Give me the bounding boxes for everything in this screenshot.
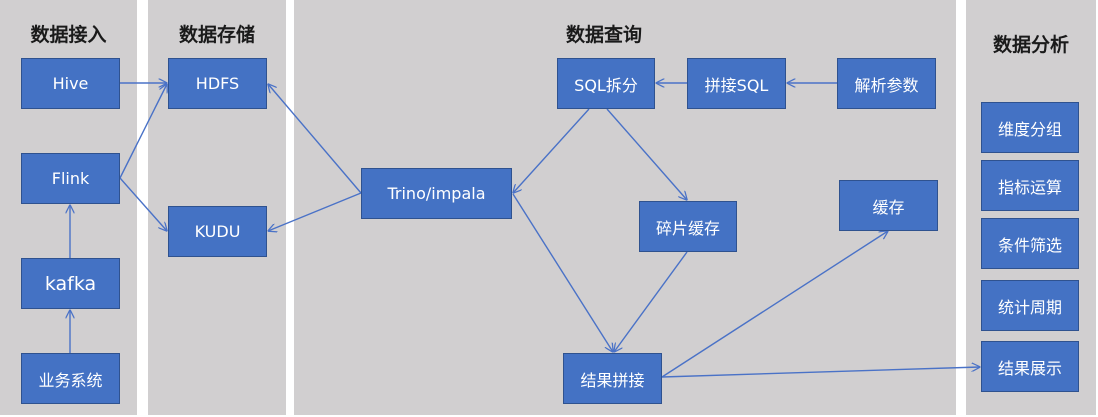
node-hdfs-label: HDFS [195,74,240,93]
node-hdfs: HDFS [168,58,267,109]
node-kafka: kafka [21,258,120,309]
node-metric-calc: 指标运算 [981,160,1079,211]
node-sql-split: SQL拆分 [557,58,655,109]
node-kudu: KUDU [168,206,267,257]
node-trino-impala: Trino/impala [361,168,512,219]
node-result-display: 结果展示 [981,341,1079,392]
node-parse-params-label: 解析参数 [854,75,919,95]
panel-title-analysis: 数据分析 [992,34,1069,56]
panel-title-ingest: 数据接入 [30,24,107,46]
node-cache-label: 缓存 [872,197,905,217]
node-condition-filter: 条件筛选 [981,218,1079,269]
node-fragment-cache-label: 碎片缓存 [655,218,720,238]
panel-title-query: 数据查询 [565,24,642,46]
node-kafka-label: kafka [44,272,97,295]
panel-title-storage: 数据存储 [178,24,255,46]
node-stat-period: 统计周期 [981,280,1079,331]
node-result-display-label: 结果展示 [997,358,1062,378]
node-result-join: 结果拼接 [563,353,662,404]
node-kudu-label: KUDU [194,222,241,241]
node-hive-label: Hive [52,74,89,93]
node-dimension-group-label: 维度分组 [997,119,1062,139]
node-stat-period-label: 统计周期 [997,297,1062,317]
node-sql-join: 拼接SQL [687,58,786,109]
node-hive: Hive [21,58,120,109]
node-result-join-label: 结果拼接 [580,370,645,390]
node-flink-label: Flink [51,169,90,188]
node-metric-calc-label: 指标运算 [997,177,1062,197]
node-dimension-group: 维度分组 [981,102,1079,153]
node-trino-impala-label: Trino/impala [387,184,486,203]
node-flink: Flink [21,153,120,204]
node-business-system-label: 业务系统 [38,370,103,390]
node-condition-filter-label: 条件筛选 [997,235,1062,255]
node-business-system: 业务系统 [21,353,120,404]
node-fragment-cache: 碎片缓存 [639,201,737,252]
node-sql-join-label: 拼接SQL [704,75,769,95]
node-sql-split-label: SQL拆分 [574,75,638,95]
node-parse-params: 解析参数 [837,58,936,109]
node-cache: 缓存 [839,180,938,231]
